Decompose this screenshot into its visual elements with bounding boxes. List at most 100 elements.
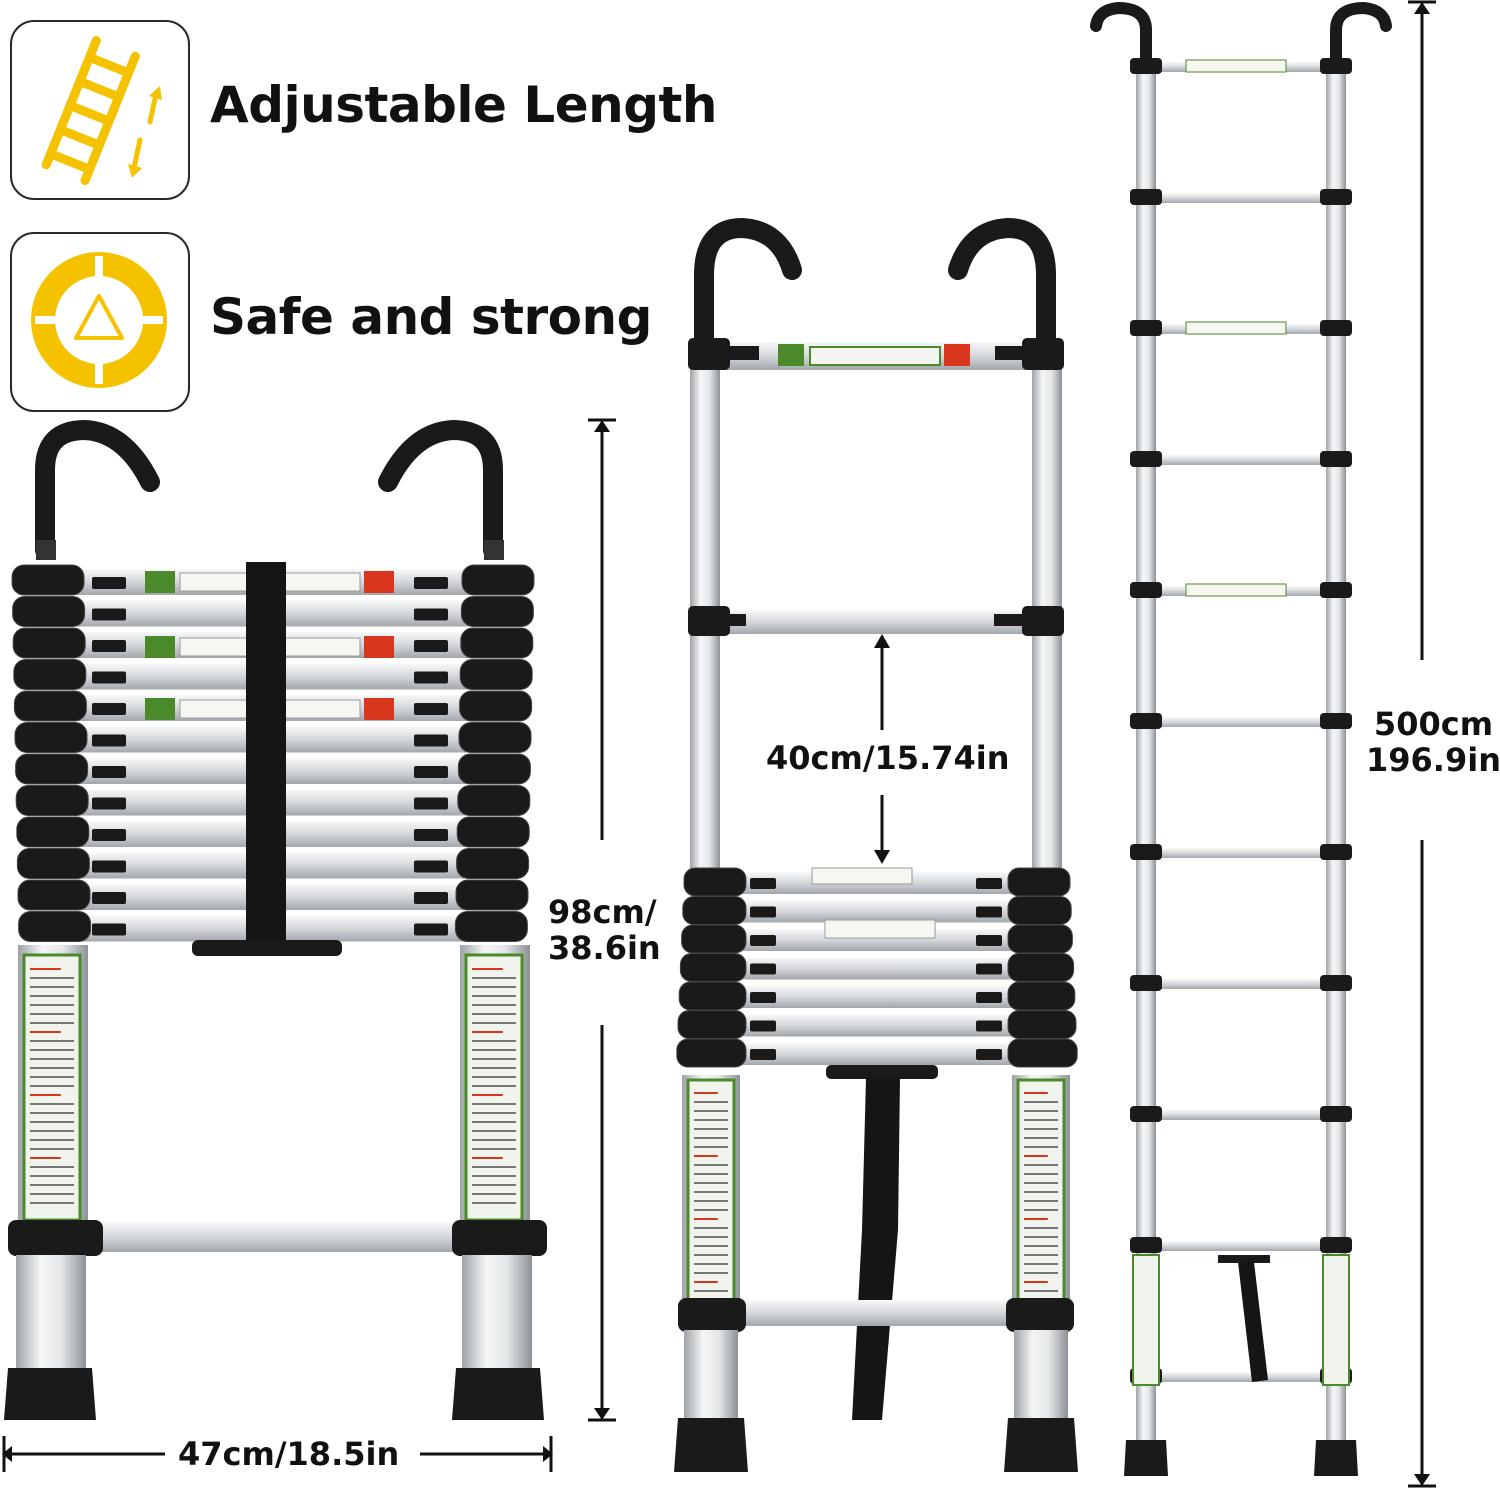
label-text-line xyxy=(30,1184,74,1186)
extended-height-cm: 500cm xyxy=(1373,705,1494,743)
label-text-line xyxy=(30,986,74,988)
rung-slot xyxy=(750,992,776,1003)
rung xyxy=(1150,848,1330,858)
label-text-line xyxy=(30,1094,61,1096)
safety-label-left xyxy=(22,953,82,1222)
rung-cap-right xyxy=(1007,981,1076,1011)
foot-right xyxy=(452,1368,544,1420)
label-text-line xyxy=(472,986,516,988)
label-text-line xyxy=(694,1263,728,1265)
foot-left xyxy=(4,1368,96,1420)
feature-label-safe-strong: Safe and strong xyxy=(210,288,652,346)
rung-cap-left xyxy=(1130,1237,1162,1253)
label-text-line xyxy=(30,1103,74,1105)
rung-cap-left xyxy=(676,1038,747,1068)
label-text-line xyxy=(694,1254,728,1256)
rung-cap-left xyxy=(1130,582,1162,598)
rung-cap-right xyxy=(1007,1010,1077,1039)
foot-right xyxy=(1004,1418,1078,1472)
label-text-line xyxy=(1024,1290,1058,1292)
collapsed-height-label: 98cm/ 38.6in xyxy=(548,894,661,966)
collapsed-width-label: 47cm/18.5in xyxy=(178,1435,400,1473)
rung-slot xyxy=(976,1049,1002,1060)
label-text-line xyxy=(472,1139,516,1141)
rung-cap-right xyxy=(1007,896,1072,925)
label-text-line xyxy=(1024,1119,1058,1121)
rung-slot xyxy=(414,860,448,873)
warning-sticker xyxy=(809,346,941,366)
rung-cap-left xyxy=(1130,58,1162,74)
label-text-line xyxy=(1024,1263,1058,1265)
label-text-line xyxy=(472,1013,516,1015)
rung-cap-left xyxy=(1130,451,1162,467)
strap xyxy=(1238,1262,1268,1382)
hook-right xyxy=(378,419,503,560)
rung-cap-left xyxy=(13,659,87,690)
foot-left xyxy=(674,1418,748,1472)
rung-slot xyxy=(750,906,776,918)
rung-slot xyxy=(414,703,448,715)
rung-slot xyxy=(976,963,1002,975)
rung-cap-left xyxy=(15,785,89,816)
label-text-line xyxy=(694,1155,718,1157)
label-text-line xyxy=(30,1040,74,1042)
label-text-line xyxy=(472,1040,516,1042)
label-text-line xyxy=(1024,1245,1058,1247)
rung-cap-right xyxy=(460,627,534,659)
label-text-line xyxy=(694,1137,728,1139)
rung-cap-right xyxy=(1320,1237,1352,1253)
rung-slot xyxy=(976,935,1002,946)
rung-cap-right xyxy=(457,785,531,816)
rung-slot xyxy=(750,878,776,889)
rung-cap-left xyxy=(679,953,747,982)
rung-cap-right xyxy=(461,564,535,596)
label-text-line xyxy=(30,1121,74,1123)
label-text-line xyxy=(1024,1164,1058,1166)
sticker-logo xyxy=(145,698,175,720)
label-text-line xyxy=(472,1121,516,1123)
rung-slot xyxy=(92,640,126,652)
rung-cap-left xyxy=(16,848,90,879)
rung-cap-left xyxy=(681,924,747,954)
rung-slot xyxy=(414,640,448,652)
rung-slot xyxy=(976,906,1002,918)
warning-sticker xyxy=(811,867,913,885)
label-text-line xyxy=(694,1092,718,1094)
label-text-line xyxy=(694,1173,728,1175)
rung-slot xyxy=(414,671,448,684)
rung-cap-right xyxy=(1320,320,1352,336)
label-text-line xyxy=(472,1094,503,1096)
label-text-line xyxy=(472,1202,516,1204)
ladder-arrows-icon xyxy=(41,36,162,186)
label-text-line xyxy=(472,1157,503,1159)
rung xyxy=(730,1014,1022,1037)
rung-cap-left xyxy=(1130,844,1162,860)
rung-slot xyxy=(414,892,448,904)
label-text-line xyxy=(694,1128,728,1130)
label-text-line xyxy=(30,1031,61,1033)
label-text-line xyxy=(1024,1218,1048,1220)
rung-slot xyxy=(92,797,126,810)
rung xyxy=(1150,455,1330,465)
rung-cap-left xyxy=(11,564,85,596)
label-text-line xyxy=(694,1110,728,1112)
label-text-line xyxy=(30,1022,74,1024)
rung xyxy=(1150,1110,1330,1120)
warning-sticker xyxy=(1185,583,1287,597)
rung-cap-right xyxy=(1320,189,1352,205)
middle-rung-stack xyxy=(676,867,1078,1068)
label-text-line xyxy=(30,1175,74,1177)
rung-cap-right xyxy=(454,911,528,942)
label-text-line xyxy=(694,1290,728,1292)
rung xyxy=(1150,1241,1330,1251)
rung xyxy=(1150,193,1330,203)
rung-slot xyxy=(92,923,126,936)
label-text-line xyxy=(1024,1155,1048,1157)
hook-left xyxy=(694,217,802,350)
safety-label-left xyxy=(1132,1254,1160,1386)
label-text-line xyxy=(30,1193,74,1195)
rung-slot xyxy=(750,935,776,946)
rung-cap-left xyxy=(12,596,86,627)
sticker-logo xyxy=(145,571,175,593)
